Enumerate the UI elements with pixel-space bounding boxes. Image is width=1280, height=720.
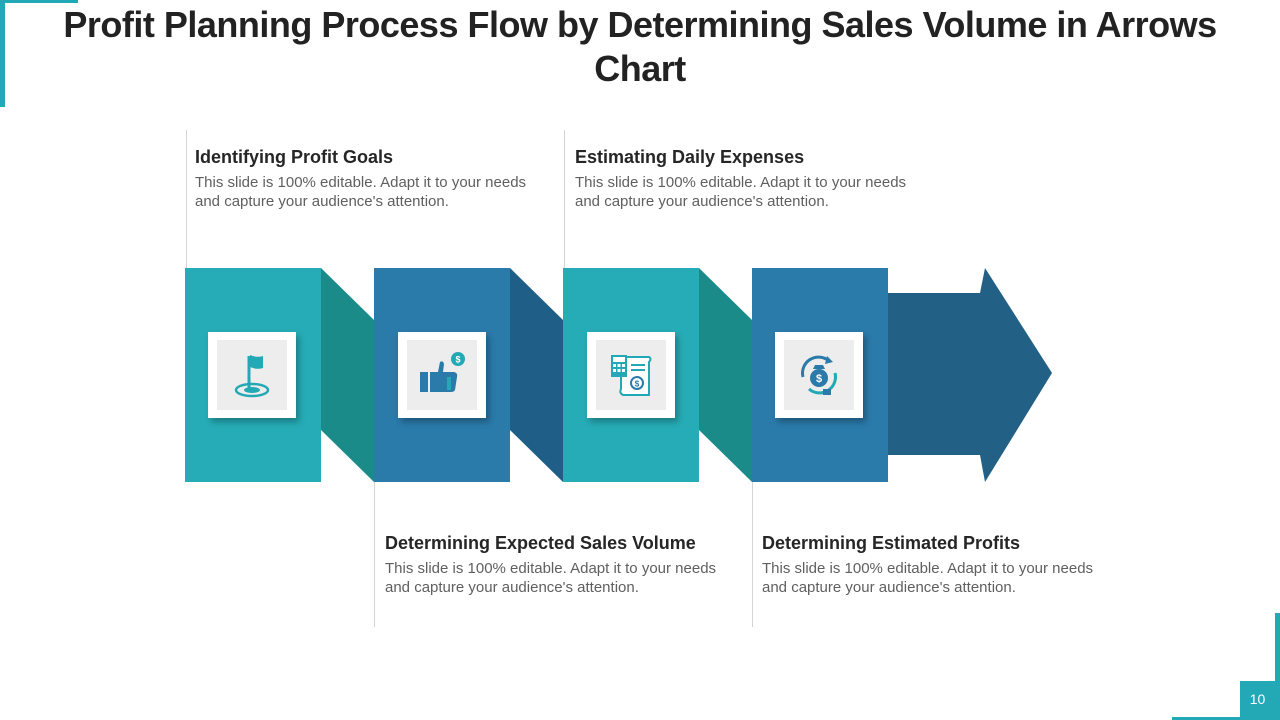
step-2-icon-card: $	[398, 332, 486, 418]
step-1-heading: Identifying Profit Goals	[195, 147, 394, 167]
page-number: 10	[1240, 681, 1275, 717]
fold-connector-2	[510, 268, 563, 482]
corner-accent-top-left	[0, 0, 5, 107]
svg-text:$: $	[816, 373, 822, 385]
corner-accent-bottom-right-bar	[1172, 717, 1280, 720]
step-2-heading: Determining Expected Sales Volume	[385, 533, 696, 553]
step-4-icon-card: $	[775, 332, 863, 418]
money-bag-cycle-icon: $	[801, 355, 837, 395]
corner-accent-top-left-bar	[0, 0, 78, 3]
step-2-text: Determining Expected Sales Volume This s…	[385, 532, 725, 597]
step-3-body: This slide is 100% editable. Adapt it to…	[575, 174, 907, 210]
flag-target-icon	[234, 355, 270, 398]
step-1-text: Identifying Profit Goals This slide is 1…	[195, 146, 535, 211]
connector-line-step-3	[564, 130, 565, 270]
step-3-icon-card: $	[587, 332, 675, 418]
step-4-body: This slide is 100% editable. Adapt it to…	[762, 560, 1094, 596]
step-1-icon-card	[208, 332, 296, 418]
step-3-heading: Estimating Daily Expenses	[575, 147, 805, 167]
step-2-body: This slide is 100% editable. Adapt it to…	[385, 560, 717, 596]
connector-line-step-4	[752, 482, 753, 627]
connector-line-step-1	[186, 130, 187, 270]
fold-connector-1	[321, 268, 374, 482]
calculator-receipt-icon: $	[611, 355, 652, 396]
slide-title: Profit Planning Process Flow by Determin…	[63, 4, 1217, 89]
step-4-text: Determining Estimated Profits This slide…	[762, 532, 1102, 597]
step-3-text: Estimating Daily Expenses This slide is …	[575, 146, 915, 211]
step-4-heading: Determining Estimated Profits	[762, 533, 1021, 553]
corner-accent-bottom-right	[1275, 613, 1280, 720]
svg-text:$: $	[455, 355, 460, 365]
connector-line-step-2	[374, 482, 375, 627]
thumbs-up-dollar-icon: $	[420, 352, 465, 392]
arrow-head	[888, 268, 1052, 482]
fold-connector-3	[699, 268, 752, 482]
svg-text:$: $	[635, 380, 640, 389]
step-1-body: This slide is 100% editable. Adapt it to…	[195, 174, 527, 210]
